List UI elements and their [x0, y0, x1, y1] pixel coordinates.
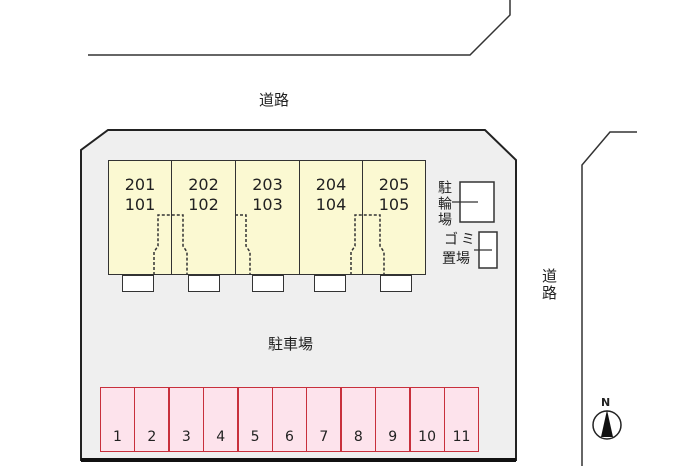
unit-upper-number: 205 — [378, 175, 410, 194]
entrance-104 — [314, 275, 346, 292]
unit-lower-number: 102 — [188, 195, 219, 214]
top-road-label: 道路 — [259, 91, 290, 109]
right-road-line — [581, 131, 637, 466]
parking-space: 7 — [306, 387, 342, 452]
unit-lower-number: 101 — [124, 195, 156, 214]
garbage-label-2: 置場 — [442, 251, 470, 267]
entrance-103 — [252, 275, 284, 292]
unit-lower-number: 105 — [378, 195, 410, 214]
parking-space: 8 — [340, 387, 376, 452]
unit-upper-number: 202 — [188, 175, 219, 194]
parking-space: 1 — [100, 387, 135, 452]
entrance-101 — [122, 275, 154, 292]
garbage-label-1: ゴミ — [444, 232, 478, 248]
top-road-line — [88, 0, 511, 56]
bicycle-parking-box — [452, 181, 495, 223]
parking-space: 4 — [203, 387, 239, 452]
unit-upper-number: 201 — [124, 175, 156, 194]
unit-lower-number: 103 — [252, 195, 283, 214]
unit-upper-number: 204 — [315, 175, 347, 194]
parking-space: 9 — [375, 387, 411, 452]
bicycle-parking-label: 駐輪場 — [436, 180, 452, 228]
compass-north-label: N — [601, 396, 611, 409]
parking-label: 駐車場 — [268, 335, 314, 353]
unit-upper-number: 203 — [252, 175, 283, 194]
parking-space: 3 — [168, 387, 204, 452]
parking-space: 10 — [409, 387, 445, 452]
right-road-label: 道路 — [540, 268, 558, 302]
parking-space: 6 — [272, 387, 307, 452]
unit-lower-number: 104 — [315, 195, 347, 214]
parking-space: 5 — [237, 387, 273, 452]
garbage-box — [474, 231, 498, 269]
parking-space: 2 — [134, 387, 170, 452]
compass — [592, 410, 622, 440]
entrance-105 — [380, 275, 412, 292]
entrance-102 — [188, 275, 220, 292]
parking-space: 11 — [444, 387, 479, 452]
